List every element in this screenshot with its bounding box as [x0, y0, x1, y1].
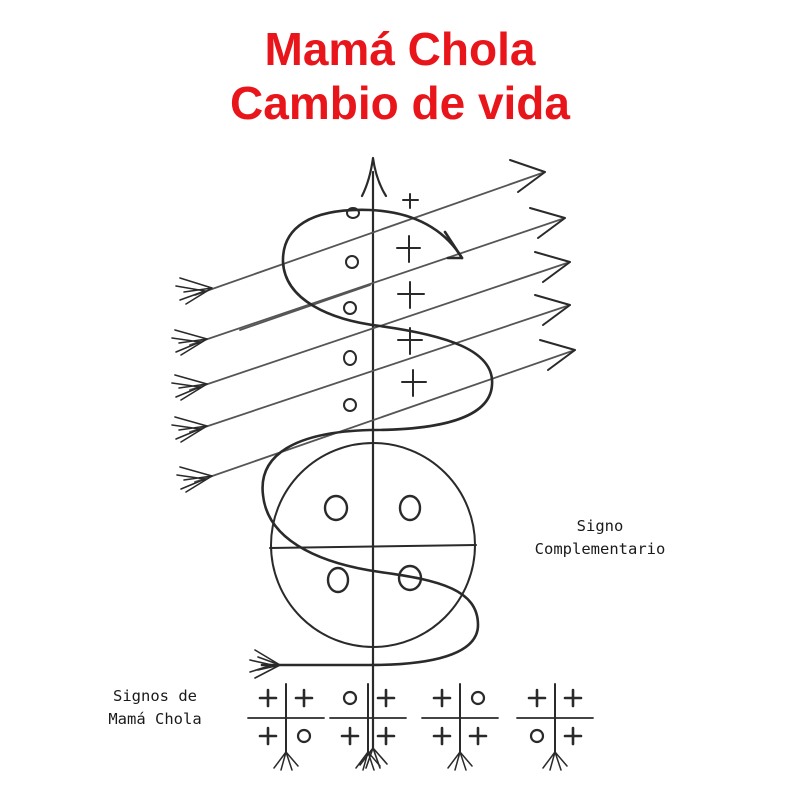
signs-label-line2: Mamá Chola	[108, 710, 202, 728]
left-mark-1	[345, 255, 359, 269]
right-mark-top	[402, 193, 419, 209]
diagonal-arrows	[171, 159, 576, 493]
diagonal-arrow-6	[239, 284, 371, 331]
sign-3-root	[447, 751, 473, 771]
fletching-4	[171, 416, 208, 443]
sign-4-bottom-left-o	[529, 728, 545, 744]
arrowhead-5	[539, 339, 576, 371]
circle-mark-tr	[398, 494, 422, 522]
arrowhead-4	[534, 294, 571, 326]
sign-4-top-left-plus	[527, 688, 547, 708]
sign-2-bottom-right-plus	[376, 726, 396, 746]
arrowhead-2	[529, 207, 566, 239]
serpentine-line	[260, 208, 494, 667]
sign-1-top-left-plus	[258, 688, 278, 708]
right-mark-2	[397, 281, 425, 309]
signs-label-line1: Signos de	[113, 687, 197, 705]
arrowhead-3	[534, 251, 571, 283]
right-mark-1	[396, 235, 421, 263]
serpentine-arrowhead	[443, 230, 464, 260]
sign-1-root	[273, 751, 299, 771]
sign-1-bottom-right-o	[296, 728, 312, 744]
sign-2-top-left-o	[342, 690, 358, 706]
fletching-5	[176, 466, 213, 493]
circle-mark-bl	[326, 566, 350, 594]
sign-1-bottom-left-plus	[258, 726, 278, 746]
mama-chola-sign-2	[329, 683, 407, 771]
sign-1-top-right-plus	[294, 688, 314, 708]
diagonal-arrow-4	[189, 304, 571, 433]
sign-4-bottom-right-plus	[563, 726, 583, 746]
sign-4-top-right-plus	[563, 688, 583, 708]
sign-3-bottom-left-plus	[432, 726, 452, 746]
serpentine-fletching	[249, 649, 281, 679]
diagonal-arrow-5	[194, 349, 576, 483]
left-mark-4	[343, 398, 357, 412]
axis-arrowhead	[360, 156, 388, 198]
diagonal-arrow-1	[194, 171, 546, 296]
title-line-2: Cambio de vida	[230, 77, 570, 129]
mama-chola-signs	[247, 683, 594, 771]
left-marks	[343, 207, 360, 412]
sign-2-bottom-left-plus	[340, 726, 360, 746]
title-line-1: Mamá Chola	[264, 23, 536, 75]
right-marks	[396, 193, 427, 397]
sign-4-root	[542, 751, 568, 771]
circle-marks	[323, 494, 423, 594]
sign-3-bottom-right-plus	[468, 726, 488, 746]
left-mark-2	[343, 301, 357, 315]
mama-chola-sign-3	[421, 683, 499, 771]
fletching-1	[175, 277, 213, 305]
diagonal-arrow-2	[189, 217, 566, 346]
left-mark-3	[343, 350, 357, 366]
sign-3-top-left-plus	[432, 688, 452, 708]
right-mark-4	[401, 369, 427, 397]
fletching-3	[171, 374, 208, 401]
sign-3-top-right-o	[470, 690, 486, 706]
circle-horizontal-bar	[269, 544, 477, 549]
complementary-sign-label: Signo Complementario	[500, 515, 700, 561]
sign-2-root	[355, 751, 381, 771]
sign-2-top-right-plus	[376, 688, 396, 708]
circle-mark-br	[397, 564, 423, 592]
mama-chola-sign-1	[247, 683, 325, 771]
complementary-label-line2: Complementario	[534, 540, 666, 558]
mama-chola-signs-label: Signos de Mamá Chola	[80, 685, 230, 731]
right-mark-3	[397, 327, 423, 355]
arrowhead-1	[509, 159, 546, 193]
fletching-2	[171, 329, 208, 356]
mama-chola-sign-4	[516, 683, 594, 771]
left-mark-top	[346, 207, 360, 219]
circle-mark-tl	[323, 494, 349, 522]
complementary-label-line1: Signo	[576, 517, 624, 535]
